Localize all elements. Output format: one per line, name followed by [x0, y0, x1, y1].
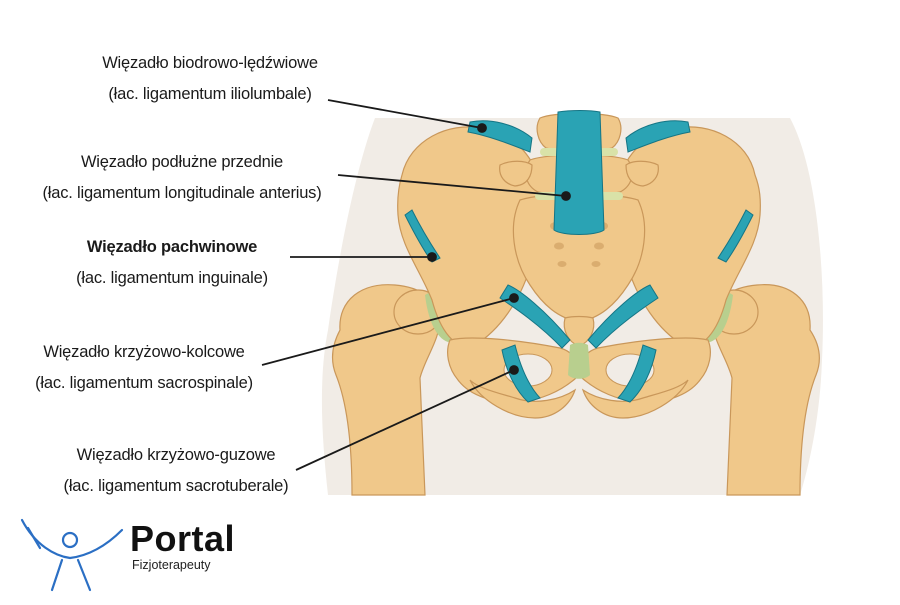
label-sacrospinale-name: Więzadło krzyżowo-kolcowe [43, 343, 245, 361]
label-inguinale: Więzadło pachwinowe (łac. ligamentum ing… [2, 232, 342, 294]
leader-line-iliolumbale [327, 99, 483, 129]
label-sacrotuberale-name: Więzadło krzyżowo-guzowe [76, 446, 276, 464]
label-iliolumbale-latin: (łac. ligamentum iliolumbale) [108, 85, 312, 103]
leader-dot-sacrotuberale [509, 365, 519, 375]
logo-title: Portal [130, 518, 236, 559]
label-inguinale-name: Więzadło pachwinowe [86, 238, 258, 256]
left-ischium [581, 379, 689, 419]
leader-lines [261, 99, 571, 471]
label-iliolumbale: Więzadło biodrowo-lędźwiowe (łac. ligame… [40, 48, 380, 110]
ligament-inguinale-left [717, 209, 754, 263]
ligament-sacrotuberale-left [617, 344, 657, 403]
ligament-iliolumbale-left [625, 120, 691, 153]
label-longitudinale-latin: (łac. ligamentum longitudinale anterius) [42, 184, 322, 202]
ligament-inguinale-right [404, 209, 441, 263]
transverse-process-left [625, 160, 659, 187]
leader-dot-iliolumbale [477, 123, 487, 133]
label-sacrotuberale-latin: (łac. ligamentum sacrotuberale) [63, 477, 289, 495]
portal-logo: Portal Fizjoterapeuty [130, 518, 236, 573]
label-iliolumbale-name: Więzadło biodrowo-lędźwiowe [102, 54, 318, 72]
ligament-sacrotuberale-right [501, 344, 541, 403]
leader-dot-longitudinale [561, 191, 571, 201]
label-sacrospinale-latin: (łac. ligamentum sacrospinale) [35, 374, 253, 392]
transverse-process-right [499, 160, 533, 187]
leader-dot-sacrospinale [509, 293, 519, 303]
leader-line-sacrospinale [261, 297, 515, 366]
label-sacrospinale: Więzadło krzyżowo-kolcowe (łac. ligament… [0, 337, 314, 399]
label-longitudinale-name: Więzadło podłużne przednie [80, 153, 284, 171]
ligaments [404, 110, 754, 403]
label-longitudinale: Więzadło podłużne przednie (łac. ligamen… [12, 147, 352, 209]
leader-dot-inguinale [427, 252, 437, 262]
pubic-symphysis [568, 342, 590, 379]
leader-line-longitudinale [337, 174, 567, 197]
leader-line-sacrotuberale [295, 369, 515, 471]
label-sacrotuberale: Więzadło krzyżowo-guzowe (łac. ligamentu… [6, 440, 346, 502]
right-ischium [469, 379, 577, 419]
logo-subtitle: Fizjoterapeuty [132, 558, 211, 572]
portal-logo-figure [20, 518, 124, 592]
label-inguinale-latin: (łac. ligamentum inguinale) [76, 269, 268, 287]
ligament-sacrospinale-left [587, 284, 659, 349]
ligament-longitudinale-anterius [553, 110, 605, 235]
coccyx [563, 315, 595, 347]
